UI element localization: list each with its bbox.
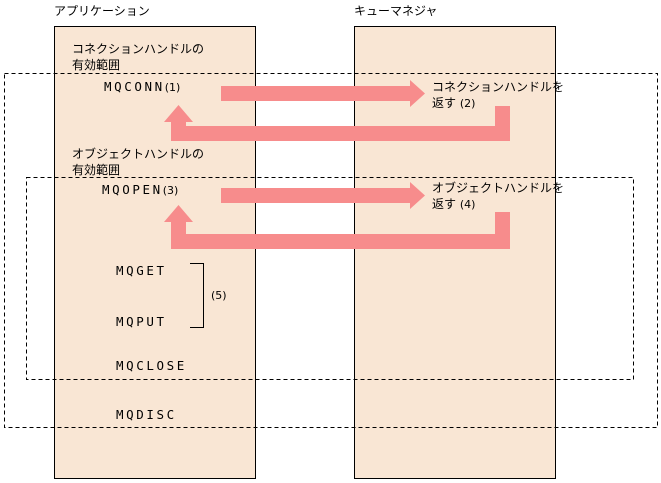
- object-handle-scope-box: [26, 177, 634, 380]
- application-header: アプリケーション: [54, 4, 150, 18]
- get-put-step: (5): [211, 289, 227, 302]
- mqopen-label: MQOPEN: [102, 182, 163, 197]
- connection-scope-label-line2: 有効範囲: [72, 58, 121, 72]
- connection-return-label-line1: コネクションハンドルを: [432, 80, 565, 94]
- connection-handle-return-group: [164, 105, 510, 141]
- object-handle-return-group: [164, 205, 510, 249]
- mqdisc-call: MQDISC: [116, 407, 177, 422]
- object-return-verb: 返す: [432, 197, 457, 211]
- mqput-call: MQPUT: [116, 314, 167, 329]
- queue-manager-header: キューマネジャ: [354, 4, 438, 18]
- object-return-step: (4): [459, 198, 476, 211]
- connection-return-step: (2): [459, 97, 476, 110]
- object-return-label-line1: オブジェクトハンドルを: [432, 181, 565, 195]
- mqget-call: MQGET: [116, 263, 167, 278]
- object-return-label-line2: 返す (4): [432, 196, 475, 213]
- queue-manager-panel: [354, 26, 556, 479]
- get-put-bracket: [190, 263, 204, 328]
- object-scope-label-line1: オブジェクトハンドルの: [72, 147, 205, 161]
- mqconn-label: MQCONN: [104, 79, 165, 94]
- mqconn-request-arrow: [221, 80, 425, 107]
- mqopen-call: MQOPEN(3): [102, 182, 178, 199]
- mqopen-request-arrow: [221, 182, 425, 209]
- mqconn-call: MQCONN(1): [104, 79, 180, 96]
- mqopen-step: (3): [162, 184, 179, 197]
- mqclose-call: MQCLOSE: [116, 358, 187, 373]
- application-panel: [54, 26, 256, 479]
- connection-handle-scope-box: [4, 73, 658, 428]
- connection-scope-label-line1: コネクションハンドルの: [72, 42, 205, 56]
- object-scope-label-line2: 有効範囲: [72, 163, 121, 177]
- connection-return-label-line2: 返す (2): [432, 95, 475, 112]
- connection-return-verb: 返す: [432, 96, 457, 110]
- mqconn-step: (1): [164, 81, 181, 94]
